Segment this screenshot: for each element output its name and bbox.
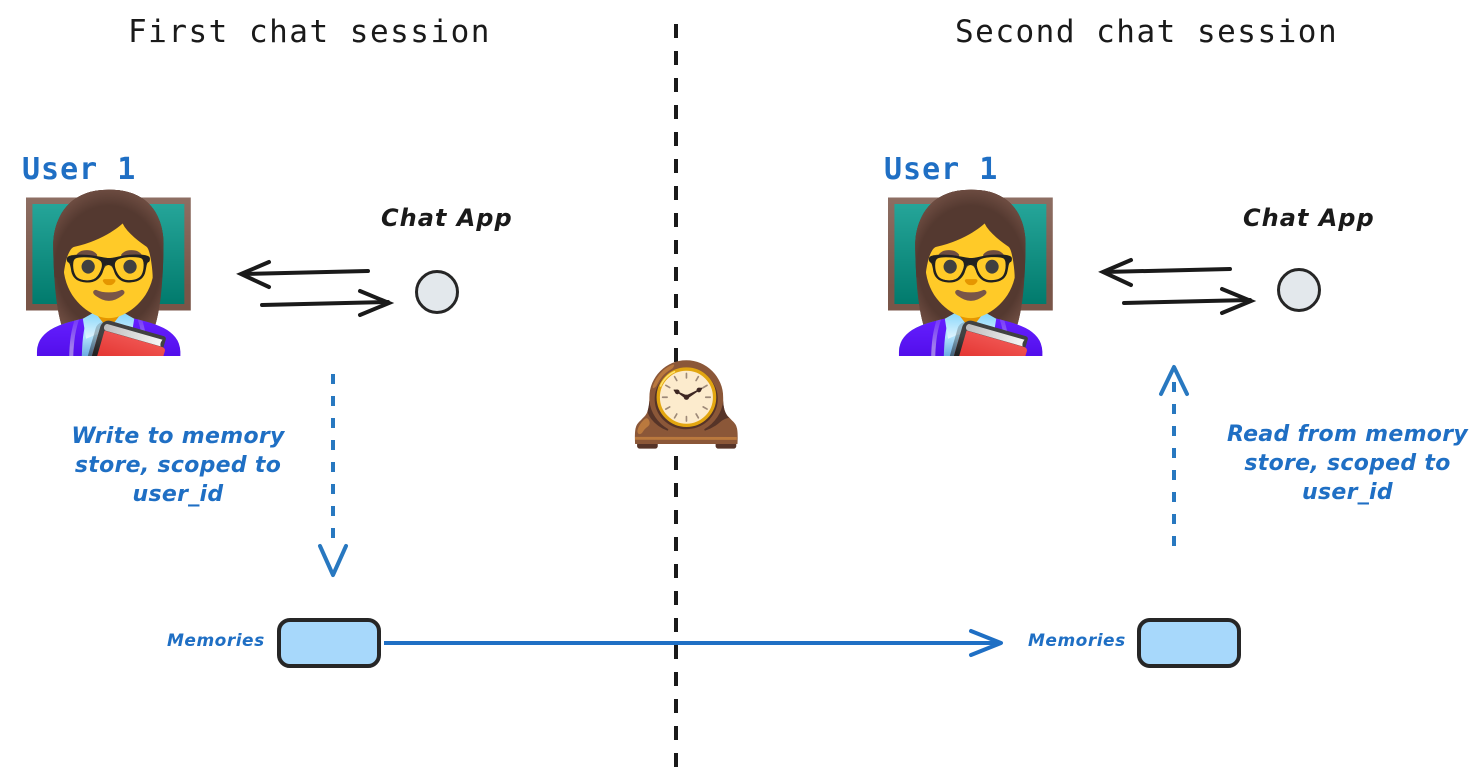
woman-teacher-avatar-icon: 👩‍🏫 — [877, 187, 1064, 361]
read-arrow-up-second — [1159, 365, 1189, 558]
chat-app-circle-icon — [415, 270, 459, 314]
annotation-line: store, scoped to — [1244, 451, 1451, 477]
memories-label-second: Memories — [1028, 631, 1126, 651]
memory-persistence-arrow — [384, 629, 1003, 657]
annotation-line: user_id — [1302, 480, 1393, 506]
memories-label-first: Memories — [167, 631, 265, 651]
clock-icon: 🕰️ — [629, 348, 744, 455]
exchange-arrows-second — [1098, 258, 1257, 315]
user-label-second: User 1 — [884, 152, 999, 187]
chat-app-label-second: Chat App — [1243, 204, 1375, 232]
session-title-first: First chat session — [128, 14, 491, 50]
annotation-line: store, scoped to — [74, 453, 282, 479]
annotation-line: Write to memory — [71, 424, 285, 449]
read-annotation-second: Read from memory store, scoped to user_i… — [1215, 420, 1480, 507]
chat-app-circle-icon — [1277, 268, 1321, 312]
exchange-arrows-first — [236, 260, 395, 317]
memory-store-box-icon-first — [277, 618, 381, 668]
annotation-line: user_id — [132, 482, 224, 508]
session-title-second: Second chat session — [955, 14, 1339, 50]
write-annotation-first: Write to memory store, scoped to user_id — [48, 422, 308, 509]
time-divider — [674, 24, 678, 777]
write-arrow-down-first — [318, 374, 348, 577]
memory-store-box-icon-second — [1137, 618, 1241, 668]
chat-app-label-first: Chat App — [381, 204, 513, 232]
annotation-line: Read from memory — [1226, 422, 1468, 447]
woman-teacher-avatar-icon: 👩‍🏫 — [15, 187, 202, 361]
user-label-first: User 1 — [22, 152, 137, 187]
